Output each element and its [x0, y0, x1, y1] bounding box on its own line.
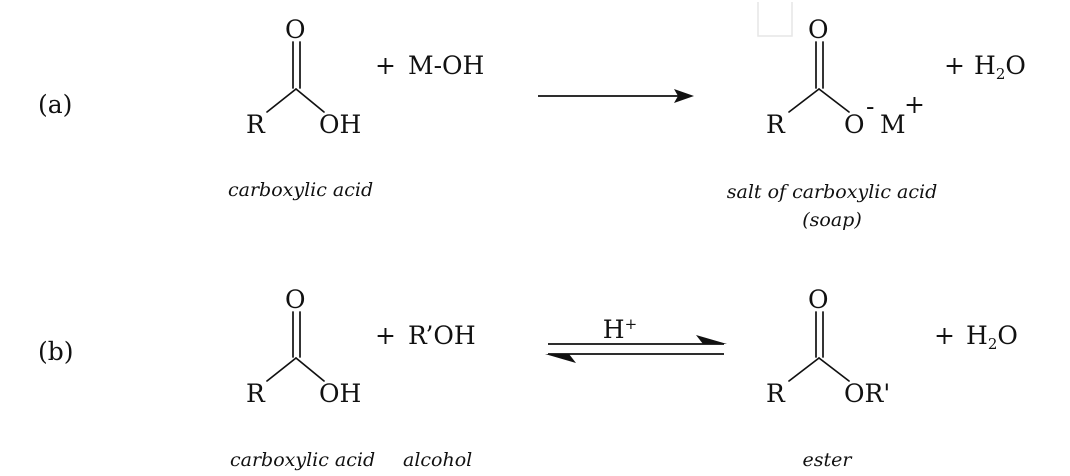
reaction-b-caption-acid: carboxylic acid — [230, 449, 375, 471]
reaction-a-acid-structure: O R OH — [246, 15, 361, 139]
reaction-b-water: H2O — [966, 321, 1018, 353]
reaction-a-salt-o: O — [844, 110, 865, 139]
reaction-a-salt-r: R — [766, 110, 786, 139]
reaction-a-plus-2: + — [944, 51, 965, 80]
reaction-b-caption-ester: ester — [803, 449, 854, 471]
reaction-a-salt-carbonyl-o: O — [808, 15, 829, 44]
reaction-a-caption-acid: carboxylic acid — [228, 179, 373, 201]
reaction-b-reagent: R’OH — [408, 321, 476, 350]
reaction-b-plus-2: + — [934, 321, 955, 350]
reaction-a-caption-salt: salt of carboxylic acid — [727, 181, 937, 203]
reaction-b-equilibrium-arrows — [545, 335, 727, 363]
reaction-b-plus-1: + — [375, 321, 396, 350]
reaction-b-ester-carbonyl-o: O — [808, 285, 829, 314]
reaction-b-label: (b) — [38, 337, 74, 366]
reaction-b-catalyst: H+ — [603, 315, 637, 344]
watermark-mark — [757, 2, 793, 37]
reaction-b-acid-structure: O R OH — [246, 285, 361, 408]
reaction-a-plus-1: + — [375, 51, 396, 80]
reaction-b-acid-r: R — [246, 379, 266, 408]
reaction-a-salt-metal: M — [880, 110, 906, 139]
reaction-b-ester-structure: O R OR' — [766, 285, 890, 408]
reaction-b-caption-alcohol: alcohol — [403, 449, 472, 471]
reaction-a-acid-r: R — [246, 110, 266, 139]
reaction-a-acid-carbonyl-o: O — [285, 15, 306, 44]
reaction-a-reagent: M-OH — [408, 51, 484, 80]
reaction-b: (b) O R OH + R’OH H+ O R — [38, 285, 1018, 471]
reaction-a-acid-oh: OH — [319, 110, 361, 139]
reaction-b-ester-r: R — [766, 379, 786, 408]
reaction-a-arrow — [538, 89, 694, 103]
reaction-a-salt-positive-charge: + — [904, 90, 925, 119]
reaction-b-ester-or: OR' — [844, 379, 890, 408]
reaction-b-acid-oh: OH — [319, 379, 361, 408]
reaction-a-salt-negative-charge: - — [866, 92, 874, 121]
reaction-a-water: H2O — [974, 51, 1026, 83]
reaction-b-acid-carbonyl-o: O — [285, 285, 306, 314]
reaction-a-salt-structure: O R O - M + — [766, 15, 925, 139]
reaction-a: (a) O R OH + M-OH O R O - M — [38, 15, 1026, 231]
reaction-a-caption-soap: (soap) — [802, 209, 862, 231]
reaction-a-label: (a) — [38, 90, 72, 119]
